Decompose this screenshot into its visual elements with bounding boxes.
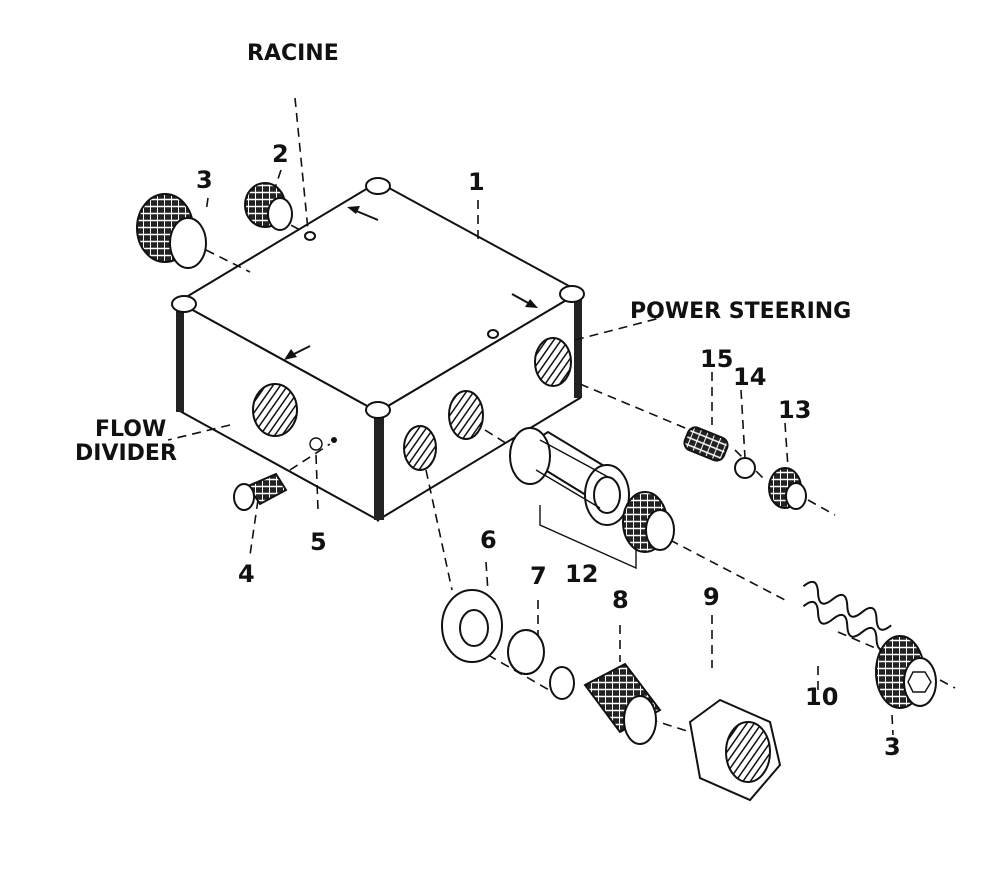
nut-part-9 [688,698,782,802]
part-number-1: 1 [468,168,485,196]
label-racine: RACINE [247,41,339,66]
spring-part-10 [802,580,892,651]
part-number-14: 14 [733,363,766,391]
part-number-15: 15 [700,345,733,373]
part-number-3-bottom: 3 [884,733,901,761]
part-number-13: 13 [778,396,811,424]
part-number-10: 10 [805,683,838,711]
plug-part-3-bottom [875,635,937,709]
power-steering-port [534,337,572,387]
label-divider: DIVIDER [75,441,177,466]
part-number-7: 7 [530,562,547,590]
ball-part-14 [734,457,756,479]
part-number-8: 8 [612,586,629,614]
part-number-4: 4 [238,560,255,588]
plug-part-2 [244,182,293,231]
part-number-5: 5 [310,528,327,556]
bolt-part-4 [233,472,288,511]
label-flow: FLOW [95,417,166,442]
part-number-6: 6 [480,526,497,554]
spring-part-15 [683,426,729,462]
part-number-2: 2 [272,140,289,168]
plug-part-12 [622,491,675,553]
flow-divider-port [252,383,298,437]
part-number-12: 12 [565,560,598,588]
part-number-9: 9 [703,583,720,611]
part-number-3-top: 3 [196,166,213,194]
valve-part-8 [549,662,662,745]
sleeve-part-12 [509,427,630,526]
label-power-steering: POWER STEERING [630,299,851,324]
washer-part-6 [441,589,503,663]
valve-block [171,177,585,522]
o-ring-part-7 [507,629,545,675]
plug-part-3-top [136,193,207,269]
plug-part-13 [768,467,807,510]
